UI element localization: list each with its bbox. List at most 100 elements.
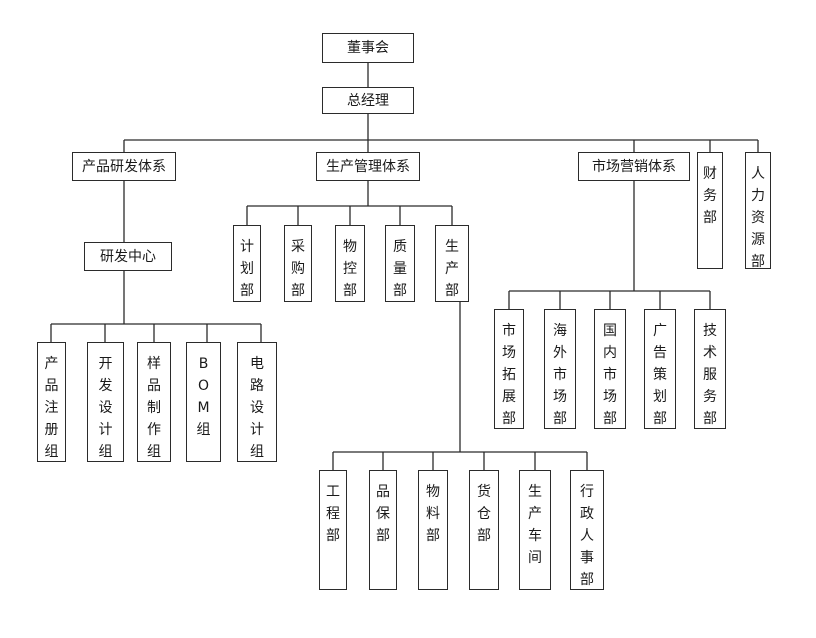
label-char: 部: [376, 528, 390, 544]
label-char: 组: [147, 444, 161, 460]
finance-dept-box: 财务部: [697, 152, 723, 269]
label-char: 车: [528, 528, 542, 544]
label-char: 人: [751, 166, 765, 182]
rd-group-registration: 产品注册组: [37, 342, 66, 462]
label-char: 料: [426, 506, 440, 522]
label-char: 工: [326, 484, 340, 500]
label-char: 册: [44, 422, 59, 438]
label-char: 产: [445, 261, 459, 277]
label-char: 部: [580, 572, 594, 588]
label-char: 部: [703, 411, 717, 427]
label-char: 组: [98, 444, 113, 460]
label-char: 部: [703, 210, 717, 226]
label-char: 告: [653, 345, 667, 361]
label-char: 样: [147, 356, 161, 372]
label-char: 部: [426, 528, 440, 544]
prod-sub-admin-hr: 行政人事部: [570, 470, 604, 590]
label-char: O: [197, 378, 210, 394]
label-char: 购: [291, 261, 305, 277]
rd-group-sample: 样品制作组: [137, 342, 171, 462]
rd-system-box: 产品研发体系: [72, 152, 176, 181]
label-char: 制: [147, 400, 161, 416]
label-char: 力: [751, 188, 765, 204]
label-char: 广: [653, 323, 667, 339]
label-char: 品: [376, 484, 390, 500]
label-char: 组: [196, 422, 211, 438]
label-char: 物: [426, 484, 440, 500]
prod-sub-engineering: 工程部: [319, 470, 347, 590]
label-char: 拓: [502, 367, 516, 383]
label-char: 部: [653, 411, 667, 427]
label-char: 生: [445, 239, 459, 255]
label-char: 务: [703, 389, 717, 405]
label-char: 内: [603, 345, 617, 361]
label-char: 设: [98, 400, 113, 416]
label-char: 品: [44, 378, 59, 394]
label-char: 部: [477, 528, 491, 544]
label-char: 政: [580, 506, 594, 522]
label-char: B: [198, 356, 209, 372]
label-char: 间: [528, 550, 542, 566]
label-char: 开: [98, 356, 113, 372]
label-char: 计: [98, 422, 113, 438]
label-char: 计: [250, 422, 264, 438]
board-box: 董事会: [322, 33, 414, 63]
label-char: 源: [751, 232, 765, 248]
label-char: 品: [147, 378, 161, 394]
mkt-dept-advertising: 广告策划部: [644, 309, 676, 429]
label-char: 财: [703, 166, 717, 182]
label-char: 保: [376, 506, 390, 522]
label-char: 部: [240, 283, 254, 299]
label-char: 量: [393, 261, 407, 277]
label-char: 仓: [477, 506, 491, 522]
label-char: 路: [250, 378, 264, 394]
label-char: 设: [250, 400, 264, 416]
rd-center-box: 研发中心: [84, 242, 172, 271]
hr-dept-box: 人力资源部: [745, 152, 771, 270]
label-char: 部: [393, 283, 407, 299]
label-char: 资: [751, 210, 765, 226]
label-char: 产: [44, 356, 59, 372]
marketing-system-box: 市场营销体系: [578, 152, 690, 181]
label-char: 外: [553, 345, 567, 361]
label-char: 质: [393, 239, 407, 255]
mkt-dept-overseas: 海外市场部: [544, 309, 576, 429]
label-char: 人: [580, 528, 594, 544]
label-char: 部: [343, 283, 357, 299]
label-char: 组: [44, 444, 59, 460]
label-char: 国: [603, 323, 617, 339]
label-char: 生: [528, 484, 542, 500]
rd-group-design: 开发设计组: [87, 342, 124, 462]
label-char: 程: [326, 506, 340, 522]
label-char: 注: [44, 400, 59, 416]
prod-sub-qa: 品保部: [369, 470, 397, 590]
mkt-dept-expansion: 市场拓展部: [494, 309, 524, 429]
label-char: 划: [653, 389, 667, 405]
prod-dept-purchasing: 采购部: [284, 225, 312, 302]
prod-sub-warehouse: 货仓部: [469, 470, 499, 590]
label-char: 部: [751, 254, 765, 270]
label-char: 场: [502, 345, 516, 361]
label-char: 场: [603, 389, 617, 405]
prod-dept-material-control: 物控部: [335, 225, 365, 302]
prod-dept-planning: 计划部: [233, 225, 261, 302]
label-char: 控: [343, 261, 357, 277]
label-char: 物: [343, 239, 357, 255]
gm-box: 总经理: [322, 87, 414, 114]
label-char: 部: [603, 411, 617, 427]
rd-group-circuit: 电路设计组: [237, 342, 277, 462]
label-char: 技: [703, 323, 717, 339]
prod-sub-materials: 物料部: [418, 470, 448, 590]
label-char: 术: [703, 345, 717, 361]
label-char: 市: [603, 367, 617, 383]
prod-sub-workshop: 生产车间: [519, 470, 551, 590]
label-char: 事: [580, 550, 594, 566]
label-char: 市: [502, 323, 516, 339]
label-char: 海: [553, 323, 567, 339]
label-char: 服: [703, 367, 717, 383]
label-char: 发: [98, 378, 113, 394]
label-char: 划: [240, 261, 254, 277]
label-char: 货: [477, 484, 491, 500]
